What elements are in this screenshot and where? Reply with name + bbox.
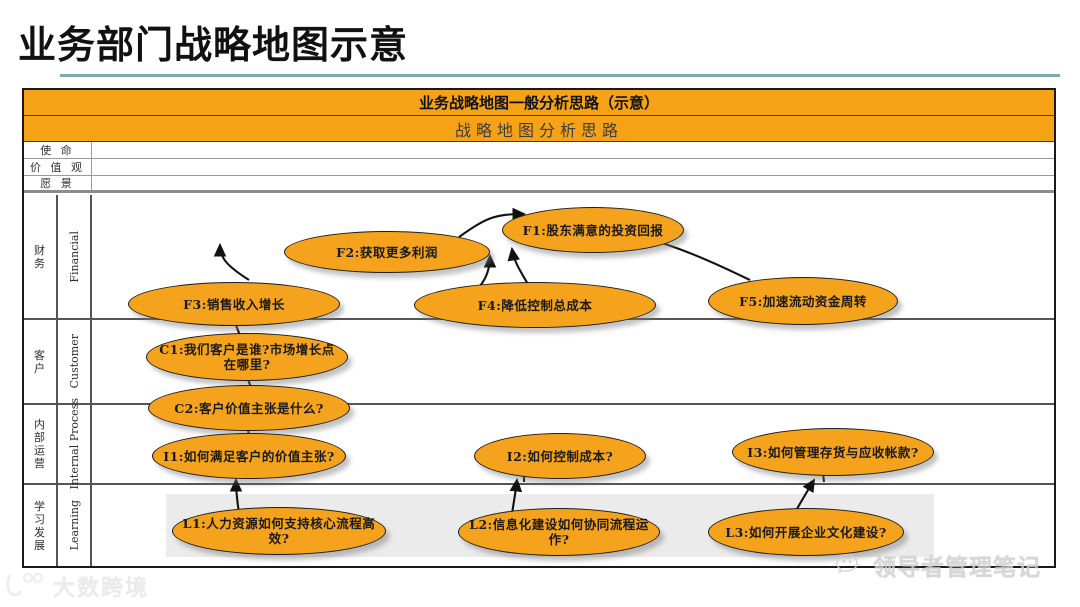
perspective-row-learning: 学习发展 Learning — [24, 485, 1054, 566]
node-f2-label: F2:获取更多利润 — [336, 244, 438, 260]
perspective-label-cn-financial: 财务 — [24, 195, 58, 318]
watermark-right-text: 领导者管理笔记 — [873, 555, 1041, 581]
node-i1[interactable]: I1:如何满足客户的价值主张? — [152, 433, 346, 479]
map-subheader-title: 战略地图分析思路 — [454, 120, 623, 140]
perspective-label-cn-customer: 客户 — [24, 320, 58, 403]
node-l1[interactable]: L1:人力资源如何支持核心流程高效? — [172, 507, 386, 555]
perspective-label-en-internal: Internal Process — [58, 398, 92, 490]
watermark-left-text: 大数跨境 — [53, 576, 150, 601]
watermark-right: 领导者管理笔记 — [836, 548, 1041, 582]
node-f5[interactable]: F5:加速流动资金周转 — [708, 277, 898, 325]
row-value-mission[interactable] — [92, 142, 1054, 158]
perspective-cn-text: 内部运营 — [34, 418, 46, 470]
node-l2[interactable]: L2:信息化建设如何协同流程运作? — [458, 508, 660, 556]
node-f4-label: F4:降低控制总成本 — [477, 297, 593, 313]
node-f3[interactable]: F3:销售收入增长 — [128, 282, 340, 326]
node-i2[interactable]: I2:如何控制成本? — [474, 433, 646, 479]
perspective-label-en-financial: Financial — [58, 195, 92, 318]
node-i2-label: I2:如何控制成本? — [506, 448, 614, 464]
node-f1-label: F1:股东满意的投资回报 — [522, 222, 664, 238]
page-title: 业务部门战略地图示意 — [18, 23, 409, 67]
perspective-cn-text: 学习发展 — [34, 499, 46, 552]
perspective-en-text: Customer — [67, 334, 81, 389]
perspective-en-text: Financial — [67, 230, 81, 283]
node-i1-label: I1:如何满足客户的价值主张? — [163, 448, 335, 464]
perspective-label-cn-learning: 学习发展 — [24, 485, 58, 566]
row-value-values[interactable] — [92, 159, 1054, 175]
perspective-label-en-customer: Customer — [58, 320, 92, 403]
row-value-vision[interactable] — [92, 176, 1054, 190]
strategy-map-frame: 业务战略地图一般分析思路（示意） 战略地图分析思路 使 命 价 值 观 愿 景 … — [22, 88, 1056, 568]
map-subheader-band: 战略地图分析思路 — [24, 116, 1054, 142]
row-label-vision: 愿 景 — [24, 176, 92, 190]
node-c2[interactable]: C2:客户价值主张是什么? — [148, 385, 350, 431]
perspective-row-internal-process: 内部运营 Internal Process — [24, 398, 1054, 490]
node-f5-label: F5:加速流动资金周转 — [739, 293, 867, 309]
node-f3-label: F3:销售收入增长 — [183, 296, 285, 312]
perspective-label-en-learning: Learning — [58, 485, 92, 566]
perspective-cn-text: 财务 — [34, 243, 46, 270]
table-row-vision: 愿 景 — [24, 176, 1054, 193]
brand-logo-icon — [6, 571, 48, 602]
node-c1-label: C1:我们客户是谁?市场增长点在哪里? — [159, 342, 335, 372]
node-l3-label: L3:如何开展企业文化建设? — [725, 524, 887, 540]
node-f1[interactable]: F1:股东满意的投资回报 — [502, 207, 684, 253]
perspective-en-text: Internal Process — [67, 398, 81, 490]
watermark-left: 大数跨境 — [6, 570, 149, 602]
node-f2[interactable]: F2:获取更多利润 — [284, 231, 490, 273]
title-divider — [60, 74, 1060, 77]
table-row-values: 价 值 观 — [24, 159, 1054, 176]
node-f4[interactable]: F4:降低控制总成本 — [414, 282, 656, 328]
node-l2-label: L2:信息化建设如何协同流程运作? — [469, 517, 649, 547]
perspective-label-cn-internal: 内部运营 — [24, 405, 58, 483]
perspective-row-customer: 客户 Customer — [24, 320, 1054, 405]
perspective-en-text: Learning — [67, 500, 81, 551]
perspective-cn-text: 客户 — [34, 348, 46, 375]
table-row-mission: 使 命 — [24, 142, 1054, 159]
node-i3[interactable]: I3:如何管理存货与应收帐款? — [732, 428, 934, 476]
node-l3[interactable]: L3:如何开展企业文化建设? — [708, 508, 904, 556]
node-c2-label: C2:客户价值主张是什么? — [174, 400, 324, 416]
row-label-mission: 使 命 — [24, 142, 92, 158]
map-header-band: 业务战略地图一般分析思路（示意） — [24, 90, 1054, 116]
node-c1[interactable]: C1:我们客户是谁?市场增长点在哪里? — [146, 333, 348, 381]
row-label-values: 价 值 观 — [24, 159, 92, 175]
map-header-title: 业务战略地图一般分析思路（示意） — [418, 94, 659, 112]
node-i3-label: I3:如何管理存货与应收帐款? — [747, 444, 919, 460]
wechat-icon — [836, 553, 866, 578]
node-l1-label: L1:人力资源如何支持核心流程高效? — [182, 516, 376, 546]
